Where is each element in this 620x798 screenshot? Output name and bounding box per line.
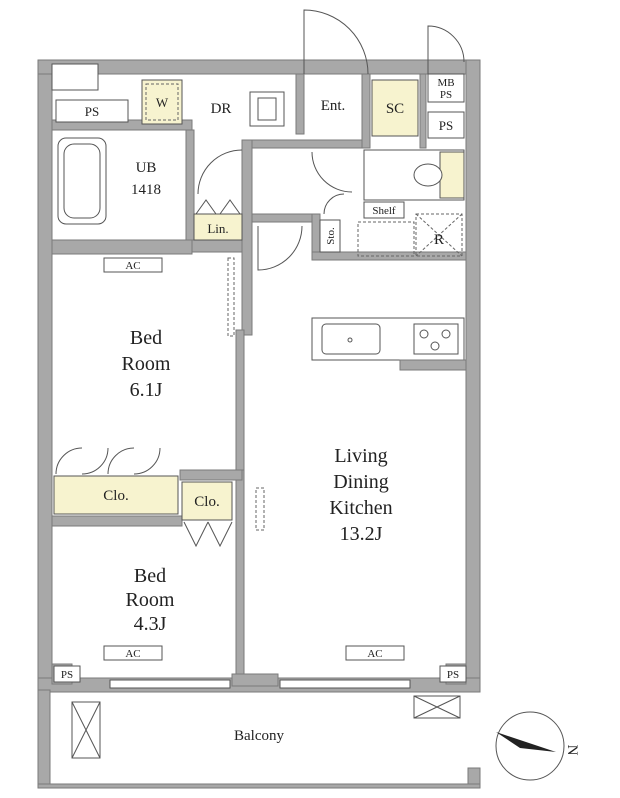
shoe-closet-label: SC xyxy=(386,101,404,117)
unit-bath-label: UB xyxy=(136,160,157,176)
shoe-closet xyxy=(371,79,419,137)
balcony-hatch-right-cross xyxy=(413,695,461,719)
storage-label: Sto. xyxy=(325,227,337,245)
bedroom2-label-1: Bed xyxy=(134,565,166,587)
ps-bottom-left-label: PS xyxy=(61,669,73,681)
bathtub-inner xyxy=(63,143,101,219)
bathtub xyxy=(57,137,107,225)
compass: N xyxy=(495,711,580,781)
linen-label: Lin. xyxy=(207,221,228,236)
washer-pan xyxy=(145,83,179,121)
balcony-label: Balcony xyxy=(234,728,284,744)
top-left-box xyxy=(51,63,99,91)
mb-ps-box xyxy=(427,73,465,103)
closet2 xyxy=(181,481,233,521)
sink-drain xyxy=(347,337,353,343)
ac-ldk-box xyxy=(345,645,405,661)
balcony-hatch-left-cross xyxy=(71,701,101,759)
ps-right-box xyxy=(427,111,465,139)
wash-basin-bowl xyxy=(257,97,277,121)
washer-label: W xyxy=(156,95,169,110)
ps-bottom-left-box xyxy=(53,665,81,683)
toilet-bowl xyxy=(413,163,443,187)
linen-doors xyxy=(195,199,241,215)
refrigerator-cross xyxy=(415,213,463,257)
ps-bottom-right-box xyxy=(439,665,467,683)
toilet-door-swing xyxy=(311,151,353,193)
ldk-label-1: Living xyxy=(334,445,387,467)
unit-bath-size-label: 1418 xyxy=(131,182,161,198)
closet2-doors xyxy=(183,521,233,548)
stove xyxy=(413,323,459,355)
washer-area xyxy=(141,79,183,125)
ldk-label-2: Dining xyxy=(333,471,389,493)
burner-2 xyxy=(441,329,451,339)
ac-bedroom2-box xyxy=(103,645,163,661)
mb-label: MB xyxy=(437,77,454,89)
closet1 xyxy=(53,475,179,515)
shelf-label: Shelf xyxy=(372,205,396,217)
ldk-sliding-door xyxy=(255,487,265,531)
ps-top-left-box xyxy=(55,99,129,123)
ps-bottom-right-label: PS xyxy=(447,669,459,681)
window-ldk xyxy=(279,679,411,689)
burner-3 xyxy=(430,341,440,351)
ps-top-left-label: PS xyxy=(85,104,99,119)
entrance-label: Ent. xyxy=(321,98,346,114)
ldk-column xyxy=(399,359,467,371)
wash-basin xyxy=(249,91,285,127)
bedroom2-label-2: Room xyxy=(126,589,175,611)
bath-door-swing xyxy=(197,149,243,195)
bedroom2-label-3: 4.3J xyxy=(134,613,167,635)
bedroom1-sliding-door xyxy=(227,257,235,337)
kitchen-counter xyxy=(311,317,465,361)
refrigerator-box xyxy=(415,213,463,257)
ac-ldk-label: AC xyxy=(367,648,382,660)
ac-bedroom1-label: AC xyxy=(125,260,140,272)
closet2-label: Clo. xyxy=(194,494,219,510)
storage-door-swing xyxy=(323,193,345,215)
refrigerator-space xyxy=(357,221,415,257)
ac-bedroom2-label: AC xyxy=(125,648,140,660)
ldk-label-4: 13.2J xyxy=(340,523,383,545)
entrance-door-swing xyxy=(303,9,369,75)
ac-bedroom1-box xyxy=(103,257,163,273)
compass-north-label: N xyxy=(564,745,580,756)
mb-ps-label: PS xyxy=(440,89,452,101)
dressing-room-label: DR xyxy=(211,101,232,117)
ps-right-label: PS xyxy=(439,118,453,133)
kitchen-sink xyxy=(321,323,381,355)
window-bedroom2 xyxy=(109,679,231,689)
refrigerator-label: R xyxy=(434,232,444,248)
shelf-box xyxy=(363,201,405,219)
toilet-tank xyxy=(439,151,465,199)
compass-needle xyxy=(496,732,556,752)
bedroom1-label-3: 6.1J xyxy=(130,379,163,401)
mb-door-swing xyxy=(427,25,465,74)
burner-1 xyxy=(419,329,429,339)
closet1-door-swings xyxy=(55,447,161,475)
bedroom1-label-2: Room xyxy=(122,353,171,375)
ldk-label-3: Kitchen xyxy=(329,497,392,519)
bedroom1-label-1: Bed xyxy=(130,327,162,349)
compass-ring xyxy=(495,711,565,781)
storage-box xyxy=(319,219,341,253)
hall-door-swing xyxy=(257,225,303,271)
linen-cupboard xyxy=(193,213,243,241)
closet1-label: Clo. xyxy=(103,488,128,504)
